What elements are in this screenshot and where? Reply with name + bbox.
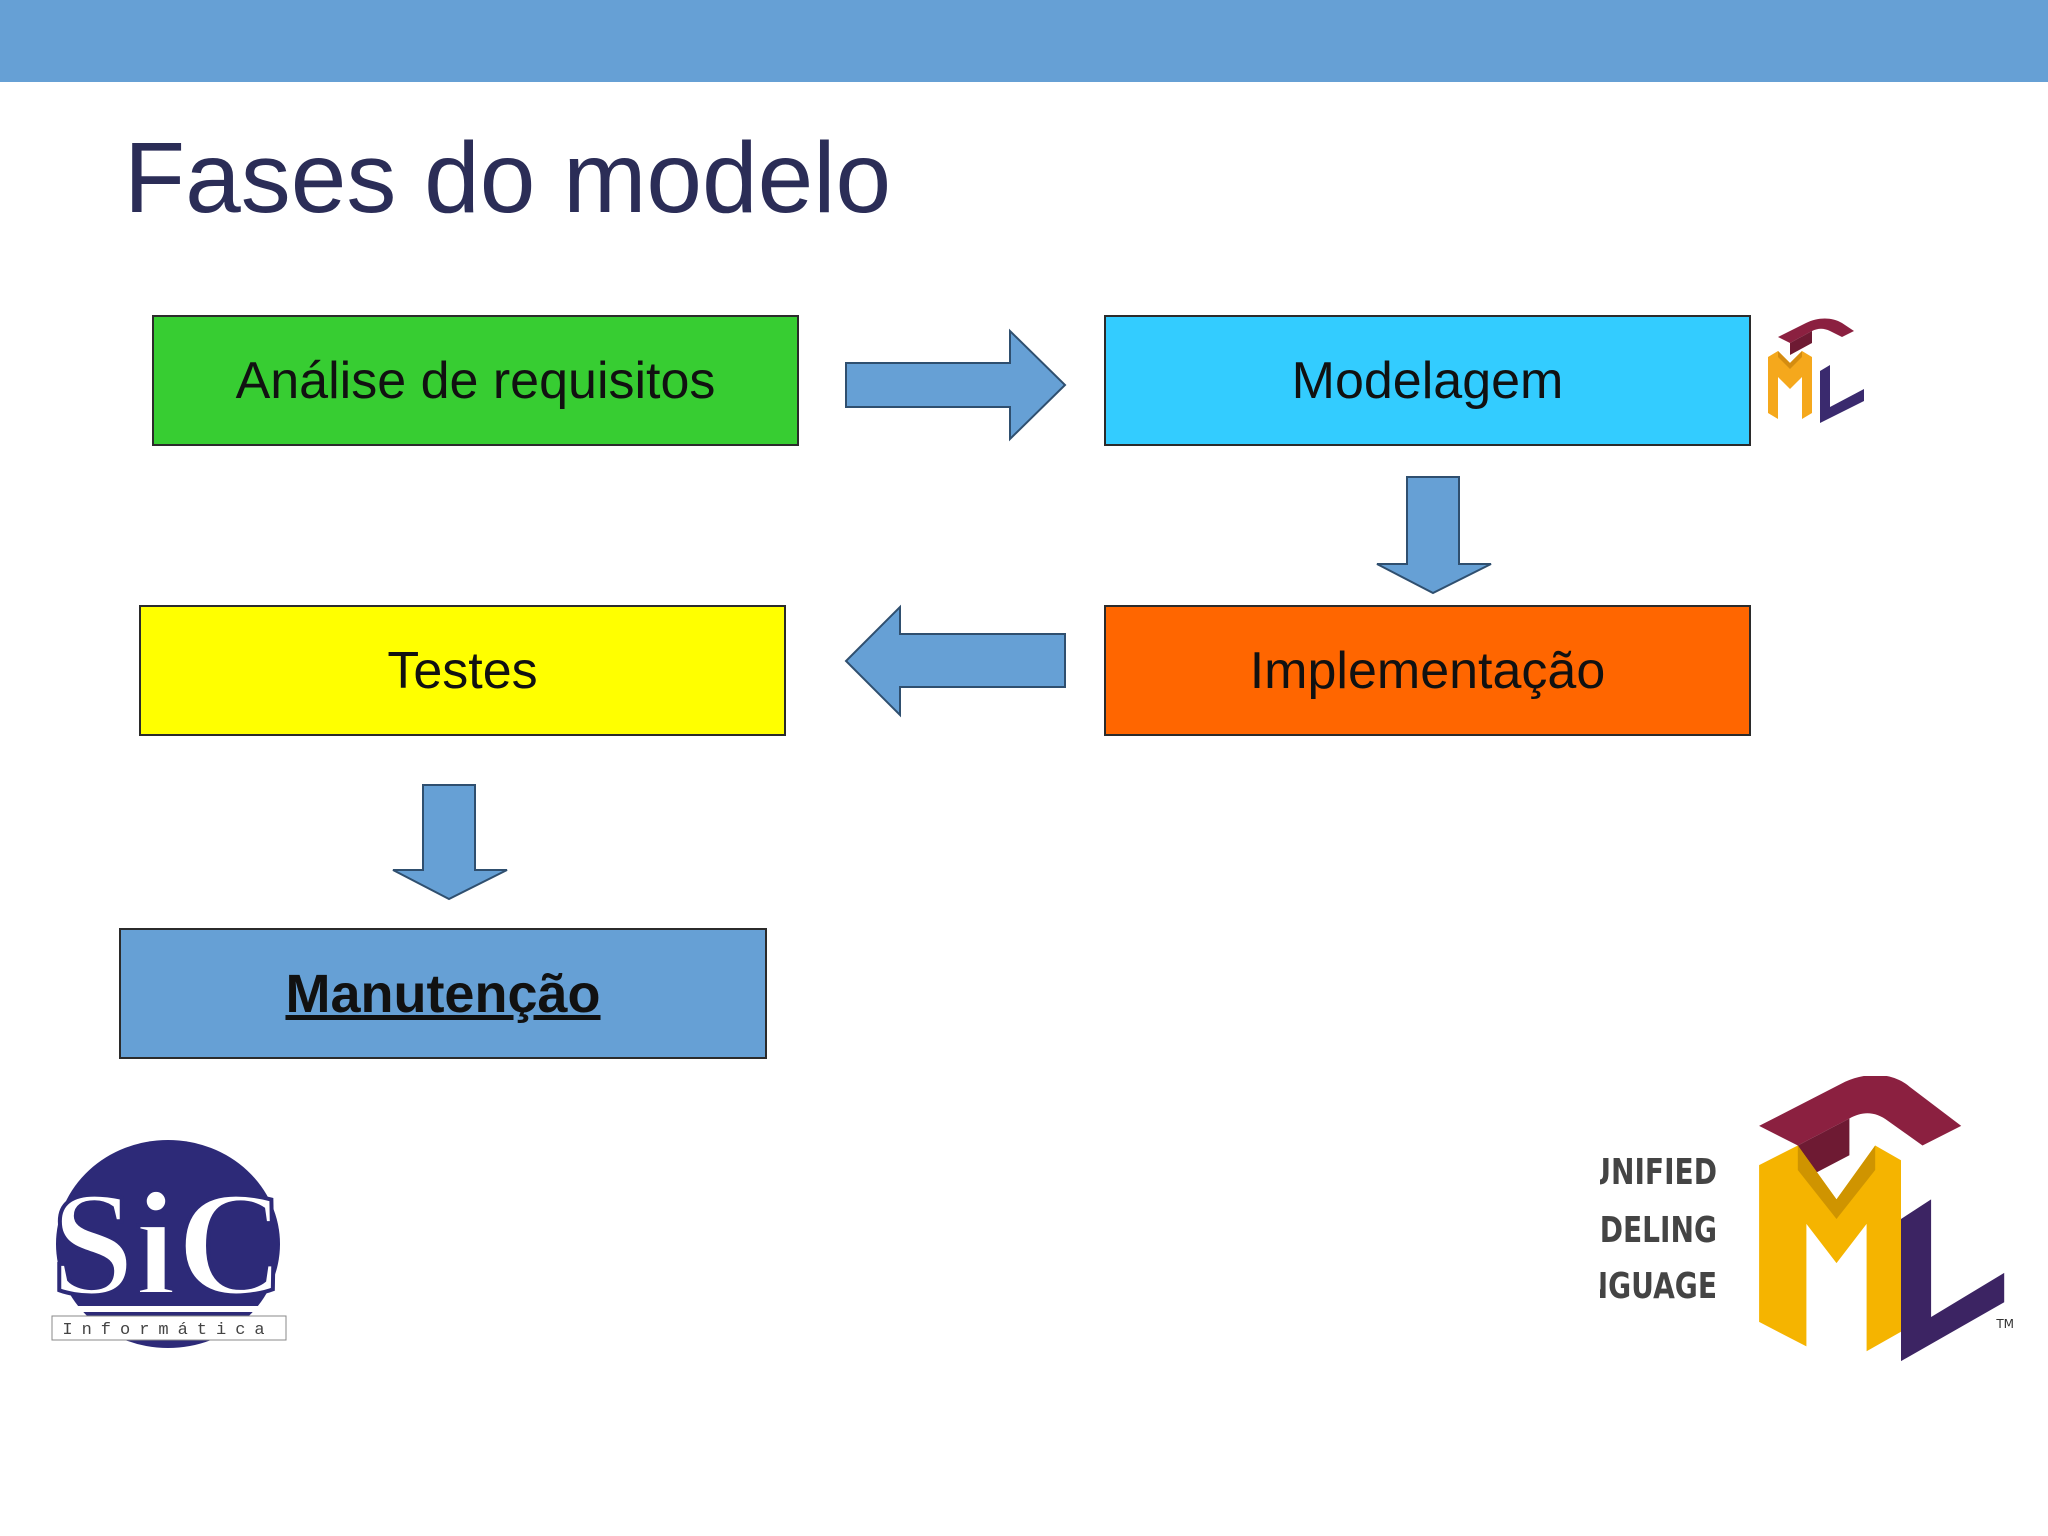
arrow-right-icon: [845, 328, 1067, 442]
header-bar: [0, 0, 2048, 82]
phase-box-analise-de-requisitos: Análise de requisitos: [152, 315, 799, 446]
arrow-down-icon: [1376, 476, 1492, 595]
phase-label-modelagem: Modelagem: [1291, 351, 1564, 410]
uml-small-logo-icon: [1768, 318, 1864, 423]
phase-box-testes: Testes: [139, 605, 786, 736]
phase-label-implementacao: Implementação: [1249, 641, 1606, 700]
arrow-down-icon: [392, 784, 508, 901]
phase-label-manutencao: Manutenção: [285, 963, 601, 1024]
uml-logo-icon: UNIFIED MODELING LANGUAGE TM: [1600, 1076, 2014, 1362]
uml-text-unified: UNIFIED: [1600, 1151, 1717, 1193]
phase-label-analise: Análise de requisitos: [235, 351, 716, 410]
phase-box-implementacao: Implementação: [1104, 605, 1751, 736]
phase-box-manutencao: Manutenção: [119, 928, 767, 1059]
sic-logo-letters: SiC: [51, 1161, 284, 1327]
sic-informatica-logo-icon: SiC Informática: [46, 1140, 292, 1348]
arrow-left-icon: [844, 604, 1066, 718]
uml-trademark: TM: [1995, 1317, 2014, 1331]
uml-text-language: LANGUAGE: [1600, 1265, 1717, 1307]
phase-box-modelagem: Modelagem: [1104, 315, 1751, 446]
uml-text-modeling: MODELING: [1600, 1209, 1717, 1251]
phase-label-testes: Testes: [387, 641, 538, 700]
sic-logo-caption: Informática: [62, 1321, 273, 1340]
slide-title: Fases do modelo: [124, 122, 892, 234]
